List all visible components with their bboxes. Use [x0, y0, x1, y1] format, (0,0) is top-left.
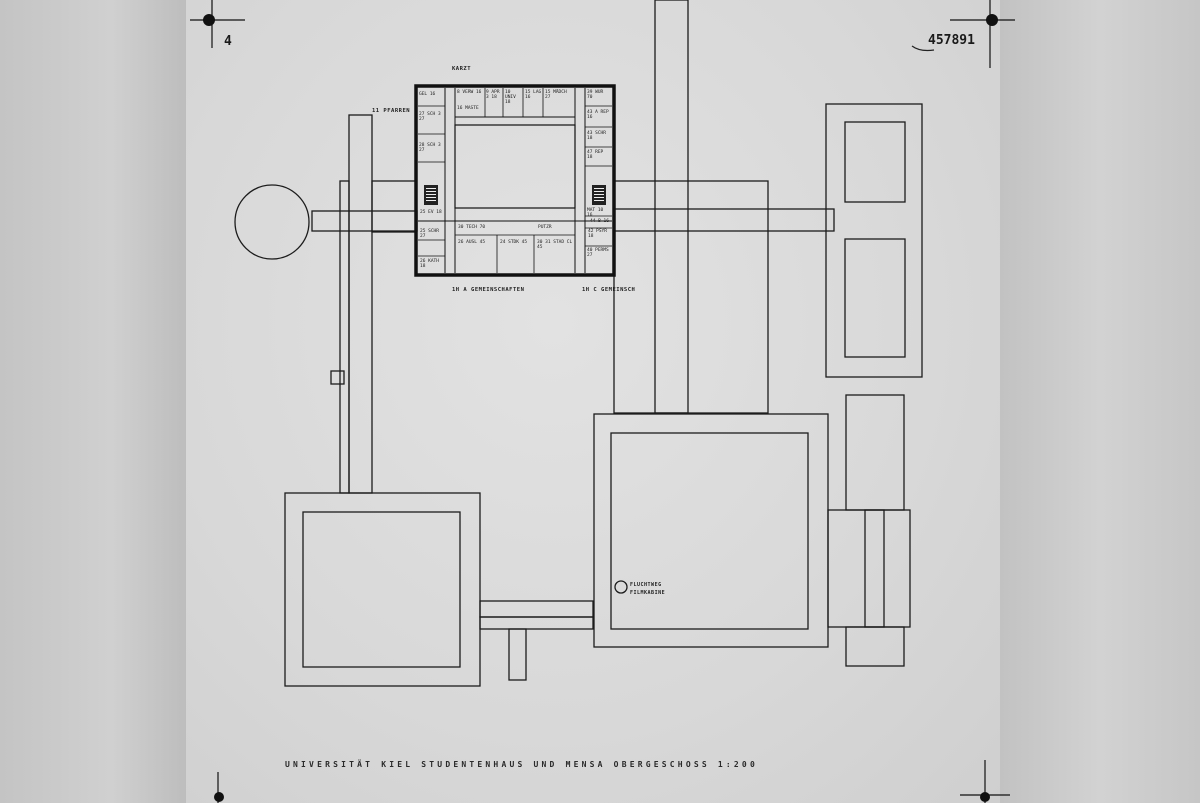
room-label: 25 SCHR 27: [420, 229, 439, 239]
room-label: GEL 16: [419, 92, 436, 97]
east-connector-block: [613, 180, 769, 414]
negative-number: 457891: [928, 33, 975, 48]
drawing-caption: UNIVERSITÄT KIEL STUDENTENHAUS UND MENSA…: [285, 760, 758, 769]
plan-label-bottom-left: 1H A GEMEINSCHAFTEN: [452, 287, 525, 293]
hall-link-corridor: [479, 600, 594, 618]
plan-label-left-wing: 11 PFARREN: [372, 108, 411, 114]
room-label: 44 B 16: [590, 219, 609, 224]
upper-floor-block: [414, 84, 616, 277]
room-label: 39 WUR 70: [587, 90, 604, 100]
east-annex-outer: [825, 103, 923, 378]
right-backing-board: [1000, 0, 1200, 803]
south-east-annex-lower: [845, 626, 905, 667]
room-label: 26 AUSL 45: [458, 240, 486, 245]
east-annex-room-1: [844, 121, 906, 203]
plan-label-bottom-right: 1H C GEMEINSCH: [582, 287, 636, 293]
room-label: 25 EV 18: [420, 210, 442, 215]
room-label: 9 APR 3 18: [486, 90, 500, 100]
round-pavilion: [234, 184, 310, 260]
east-corridor: [613, 208, 835, 232]
mensa-hall-outer: [593, 413, 829, 648]
west-side-strip: [339, 180, 350, 494]
south-west-hall-inner: [302, 511, 461, 668]
west-corridor-wide: [371, 180, 417, 233]
room-label: 10 UNIV 18: [505, 90, 516, 105]
hall-link-lower: [479, 616, 594, 630]
south-east-annex-slot: [864, 509, 885, 628]
room-label: 28 SCH 3 27: [419, 143, 441, 153]
note-fluchtweg: FLUCHTWEG: [630, 582, 662, 588]
room-label: 30 TECH 70: [458, 225, 486, 230]
hall-link-stub: [508, 628, 527, 681]
room-label: 26 KATH 18: [420, 259, 439, 269]
room-label: 47 REP 18: [587, 150, 604, 160]
west-vertical-corridor: [348, 114, 373, 494]
room-label: 30 31 STAD CL 45: [537, 240, 573, 250]
west-corridor: [311, 210, 418, 232]
room-label: 43 A REP 16: [587, 110, 609, 120]
drawing-sheet: [186, 0, 1000, 803]
stair-hatching: [424, 185, 606, 205]
south-east-annex-upper: [845, 394, 905, 511]
room-label: 42 PSYR 18: [588, 229, 607, 239]
room-label: 8 VERW 16: [457, 90, 482, 95]
plan-label-top: KARZT: [452, 66, 472, 72]
registration-marks: [190, 0, 1015, 803]
south-east-annex-mid: [827, 509, 911, 628]
filmkabine-marker: [614, 580, 628, 594]
central-corridor: [654, 0, 689, 414]
room-label: 16 MASTE: [457, 106, 479, 111]
room-label: 15 MÄDCH 27: [545, 90, 567, 100]
room-label: MAT 10 16: [587, 208, 604, 218]
room-label: 27 SCH 3 27: [419, 112, 441, 122]
mensa-hall-inner: [610, 432, 809, 630]
pen-mark: [911, 45, 935, 52]
room-label: 43 SCHR 18: [587, 131, 606, 141]
note-filmkabine: FILMKABINE: [630, 590, 666, 596]
room-label: 15 LAG 16: [525, 90, 542, 100]
room-label: 40 PERMS 27: [587, 248, 609, 258]
left-backing-board: [0, 0, 186, 803]
small-square: [330, 370, 345, 385]
room-label: PUTZR: [538, 225, 552, 230]
east-annex-room-2: [844, 238, 906, 358]
room-label: 24 STDK 45: [500, 240, 528, 245]
sheet-number: 4: [224, 34, 232, 49]
south-west-hall-outer: [284, 492, 481, 687]
